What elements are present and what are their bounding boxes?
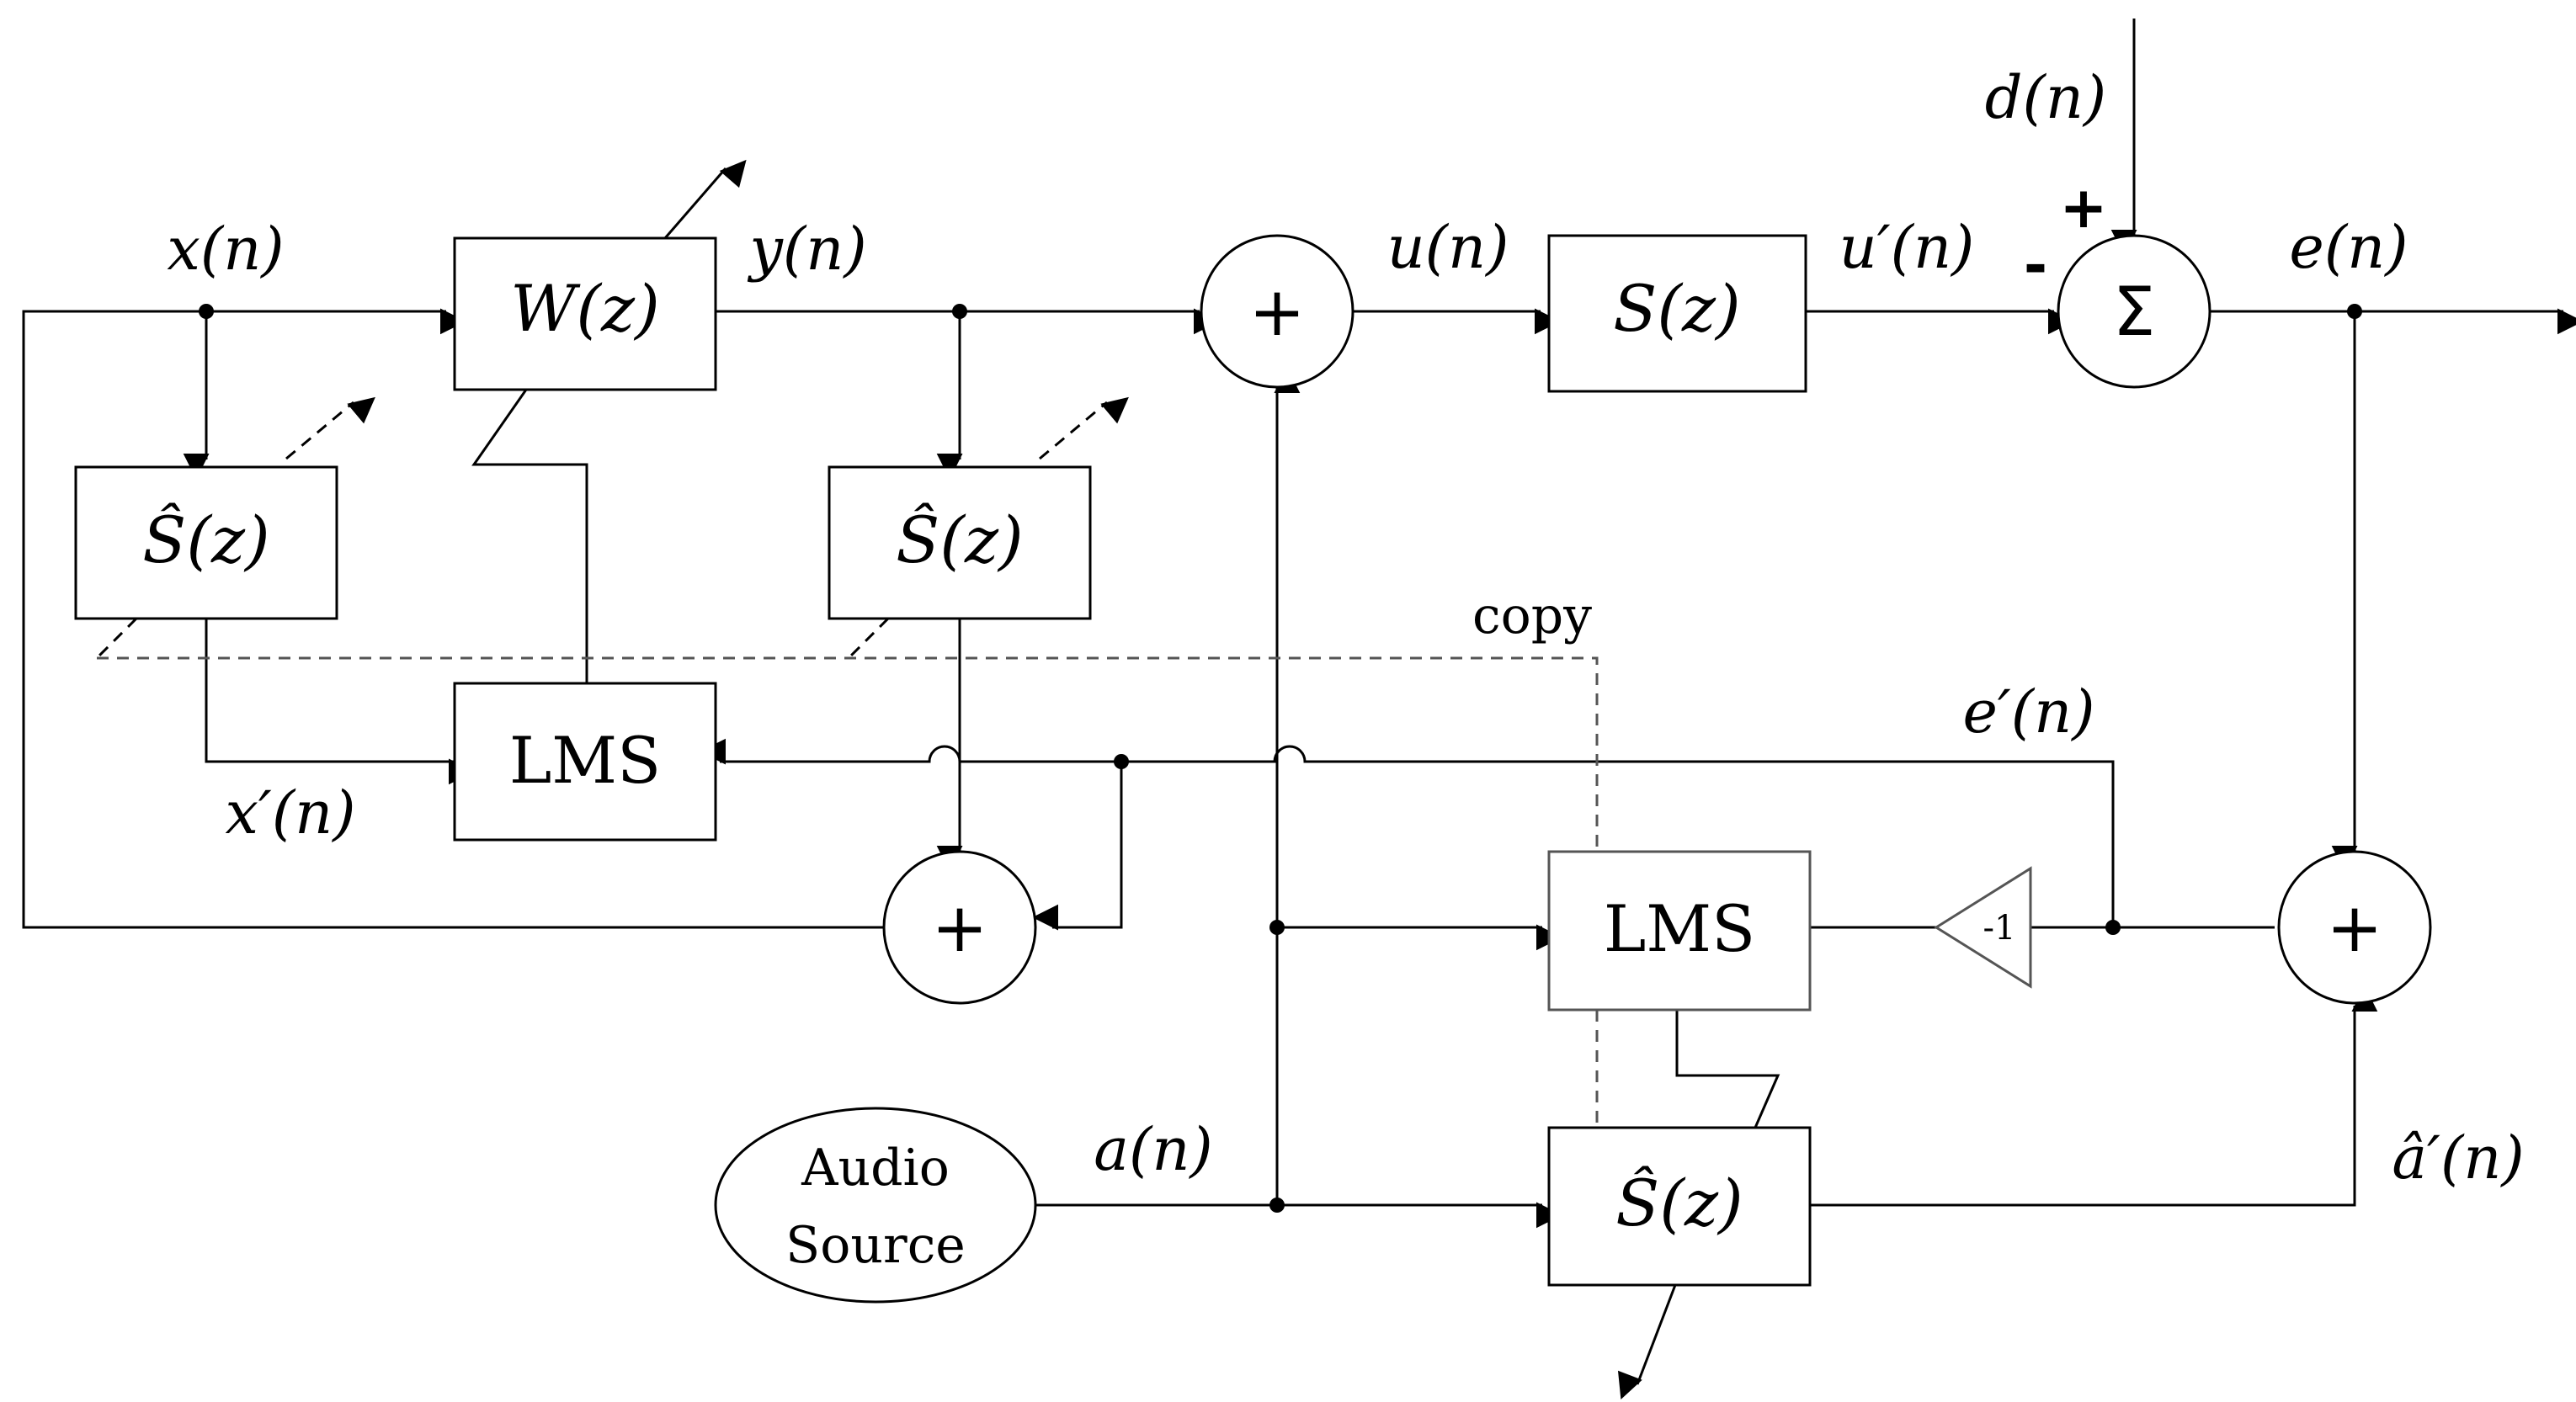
block-w: W(z) bbox=[453, 236, 717, 391]
sum-sign-minus: - bbox=[2024, 232, 2047, 299]
junction-dots bbox=[199, 304, 2362, 1213]
adder-right: + bbox=[2277, 850, 2432, 1005]
gain-label: -1 bbox=[1983, 909, 2016, 948]
dashed-arrow-shat2 bbox=[1039, 396, 1129, 460]
junction-dot bbox=[1269, 1198, 1285, 1213]
junction-dot bbox=[2347, 304, 2362, 319]
block-s: S(z) bbox=[1547, 234, 1807, 393]
block-shat-1: Ŝ(z) bbox=[74, 465, 338, 620]
block-s-label: S(z) bbox=[1613, 271, 1740, 346]
block-lms-1: LMS bbox=[453, 682, 717, 842]
adapt-arrow-w bbox=[663, 159, 747, 239]
block-shat-2: Ŝ(z) bbox=[828, 465, 1092, 620]
wire-feedback-loop bbox=[22, 310, 902, 929]
adder-left: + bbox=[882, 850, 1037, 1005]
signal-a-label: a(n) bbox=[1094, 1115, 1212, 1184]
signal-e-label: e(n) bbox=[2289, 213, 2408, 282]
dashed-copy-line bbox=[97, 656, 1599, 852]
signal-u-label: u(n) bbox=[1387, 213, 1509, 282]
block-shat-3-label: Ŝ(z) bbox=[1615, 1166, 1743, 1240]
block-w-label: W(z) bbox=[510, 271, 659, 346]
block-lms-2: LMS bbox=[1547, 850, 1812, 1012]
adder-top: + bbox=[1200, 234, 1355, 389]
block-shat-2-label: Ŝ(z) bbox=[896, 502, 1023, 577]
sum-sign-plus: + bbox=[2060, 175, 2108, 242]
signal-u-prime-label: u′(n) bbox=[1839, 213, 1975, 282]
dashed-arrow-shat1 bbox=[285, 396, 375, 460]
wire-eprime-to-lms bbox=[700, 738, 2115, 927]
audio-source-line1: Audio bbox=[801, 1139, 950, 1198]
adder-left-symbol: + bbox=[931, 889, 987, 967]
sum-node-symbol: Σ bbox=[2113, 273, 2156, 351]
audio-source-line2: Source bbox=[785, 1216, 966, 1275]
dashed-tick-shat2 bbox=[847, 617, 890, 660]
block-shat-3: Ŝ(z) bbox=[1547, 1126, 1812, 1287]
block-shat-1-label: Ŝ(z) bbox=[142, 502, 269, 577]
signal-d-label: d(n) bbox=[1985, 63, 2107, 132]
wire-shat1-to-lms bbox=[205, 619, 475, 785]
copy-label: copy bbox=[1472, 587, 1592, 645]
adder-right-symbol: + bbox=[2326, 889, 2382, 967]
signal-x-prime-label: x′(n) bbox=[225, 778, 355, 847]
block-lms-2-label: LMS bbox=[1604, 891, 1755, 966]
block-lms-1-label: LMS bbox=[509, 723, 661, 798]
gain-block: -1 bbox=[1934, 866, 2032, 989]
adder-top-symbol: + bbox=[1248, 273, 1305, 351]
junction-dot bbox=[1269, 920, 1285, 935]
signal-y-label: y(n) bbox=[747, 215, 866, 284]
sum-node: Σ bbox=[2057, 234, 2211, 389]
copy-dashed-lines bbox=[95, 396, 1599, 1128]
dashed-tick-shat1 bbox=[95, 617, 138, 660]
signal-a-hat-prime-label: â′(n) bbox=[2392, 1123, 2524, 1192]
signal-labels: x(n) y(n) u(n) u′(n) d(n) e(n) x′(n) e′(… bbox=[167, 63, 2524, 1192]
junction-dot bbox=[952, 304, 967, 319]
wires bbox=[22, 19, 2576, 1399]
junction-dot bbox=[2105, 920, 2121, 935]
junction-dot bbox=[199, 304, 214, 319]
wire-eprime-to-adder bbox=[1032, 762, 1123, 931]
wire-lms-adapt-w bbox=[471, 389, 588, 683]
adapt-arrow-shat3 bbox=[1617, 1284, 1677, 1399]
signal-e-prime-label: e′(n) bbox=[1962, 677, 2094, 746]
audio-source: Audio Source bbox=[714, 1107, 1037, 1304]
junction-dot bbox=[1114, 754, 1129, 769]
wire-ahat-to-adder bbox=[1810, 985, 2378, 1207]
signal-x-label: x(n) bbox=[167, 215, 284, 284]
wire-lms2-adapt-shat3 bbox=[1675, 1010, 1780, 1129]
